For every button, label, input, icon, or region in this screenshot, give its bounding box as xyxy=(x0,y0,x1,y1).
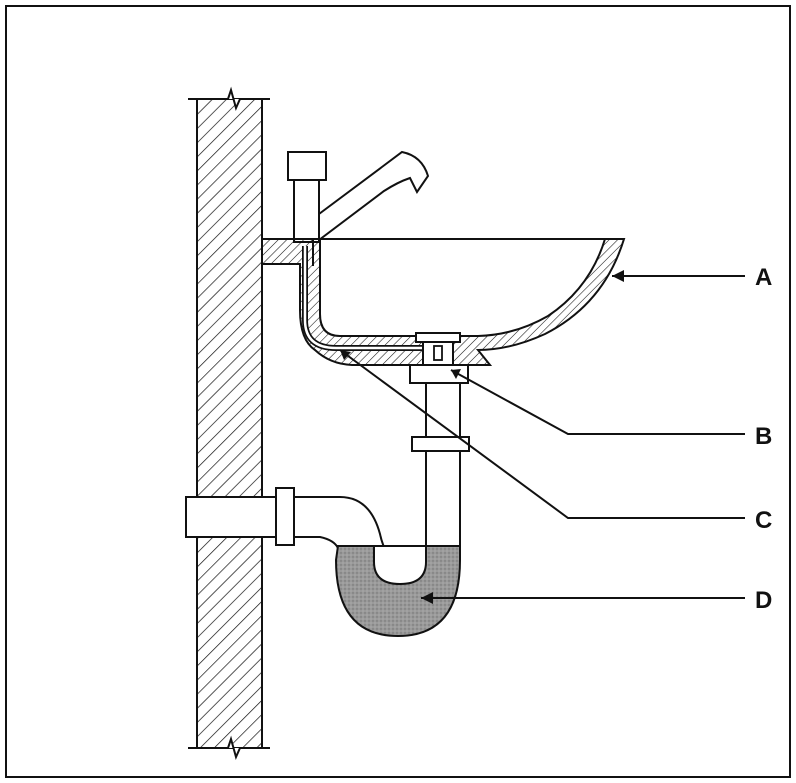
wall xyxy=(188,86,270,760)
label-b: B xyxy=(755,423,772,450)
faucet xyxy=(287,150,430,243)
tail-pipe xyxy=(411,382,470,548)
basin-bowl xyxy=(319,238,607,337)
label-d: D xyxy=(755,587,772,614)
label-a: A xyxy=(755,264,772,291)
u-trap xyxy=(334,545,461,638)
callout-lines xyxy=(339,270,745,604)
label-c: C xyxy=(755,507,772,534)
